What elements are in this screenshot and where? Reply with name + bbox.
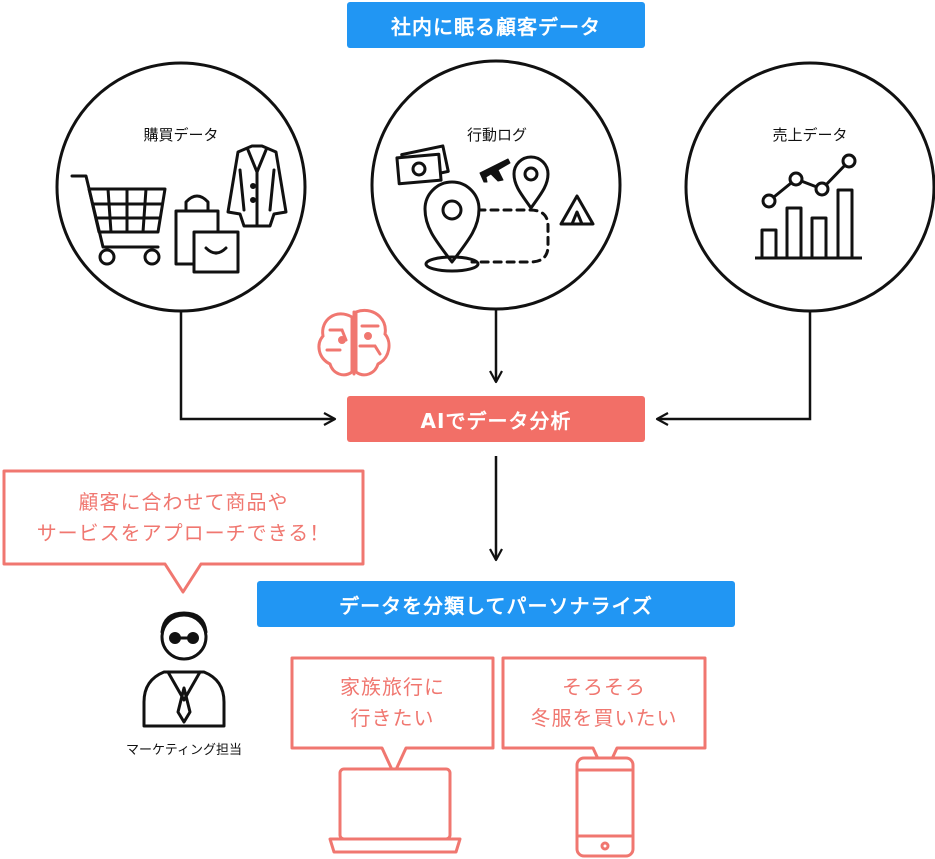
airplane-icon [479, 158, 511, 183]
header-title: 社内に眠る顧客データ [347, 2, 645, 48]
customer-1-line2: 行きたい [350, 706, 435, 730]
source-label-behavior: 行動ログ [466, 126, 527, 144]
arrow-sales-to-ai [655, 311, 812, 426]
source-circle-behavior [370, 59, 622, 311]
marketer-bubble-line2: サービスをアプローチできる！ [36, 521, 331, 545]
customer-2-line1: そろそろ [562, 675, 646, 699]
customer-2-line2: 冬服を買いたい [530, 706, 678, 730]
source-label-purchase: 購買データ [143, 126, 219, 144]
customer-1-line1: 家族旅行に [340, 675, 445, 699]
coat-icon [226, 144, 288, 228]
ai-brain-icon [317, 309, 391, 377]
personalize-box: データを分類してパーソナライズ [257, 581, 735, 627]
analysis-box: AIでデータ分析 [347, 396, 645, 442]
laptop-icon [328, 767, 462, 854]
marketer-label: マーケティング担当 [126, 743, 242, 758]
route-path [470, 208, 550, 264]
sales-chart-icon [755, 153, 862, 260]
shopping-icon [70, 144, 288, 274]
arrow-purchase-to-ai [179, 311, 337, 426]
businessman-icon [142, 611, 226, 728]
shopping-bag-icon [174, 194, 240, 274]
speech-bubble-marketer [2, 469, 365, 594]
cart-icon [70, 174, 167, 266]
source-label-sales: 売上データ [772, 126, 848, 144]
smartphone-icon [575, 756, 635, 858]
customer-1-text: 家族旅行に 行きたい [292, 672, 493, 734]
speech-bubble-customer-1 [290, 656, 495, 776]
marketer-bubble-text: 顧客に合わせて商品や サービスをアプローチできる！ [4, 487, 363, 549]
tent-icon [559, 194, 595, 226]
customer-2-text: そろそろ 冬服を買いたい [503, 672, 705, 734]
source-circle-sales [684, 61, 935, 313]
marketer-bubble-line1: 顧客に合わせて商品や [78, 490, 289, 514]
banknote-icon [395, 144, 450, 186]
travel-icon [395, 144, 595, 273]
map-pin-large-icon [423, 180, 481, 273]
map-pin-small-icon [512, 155, 550, 210]
